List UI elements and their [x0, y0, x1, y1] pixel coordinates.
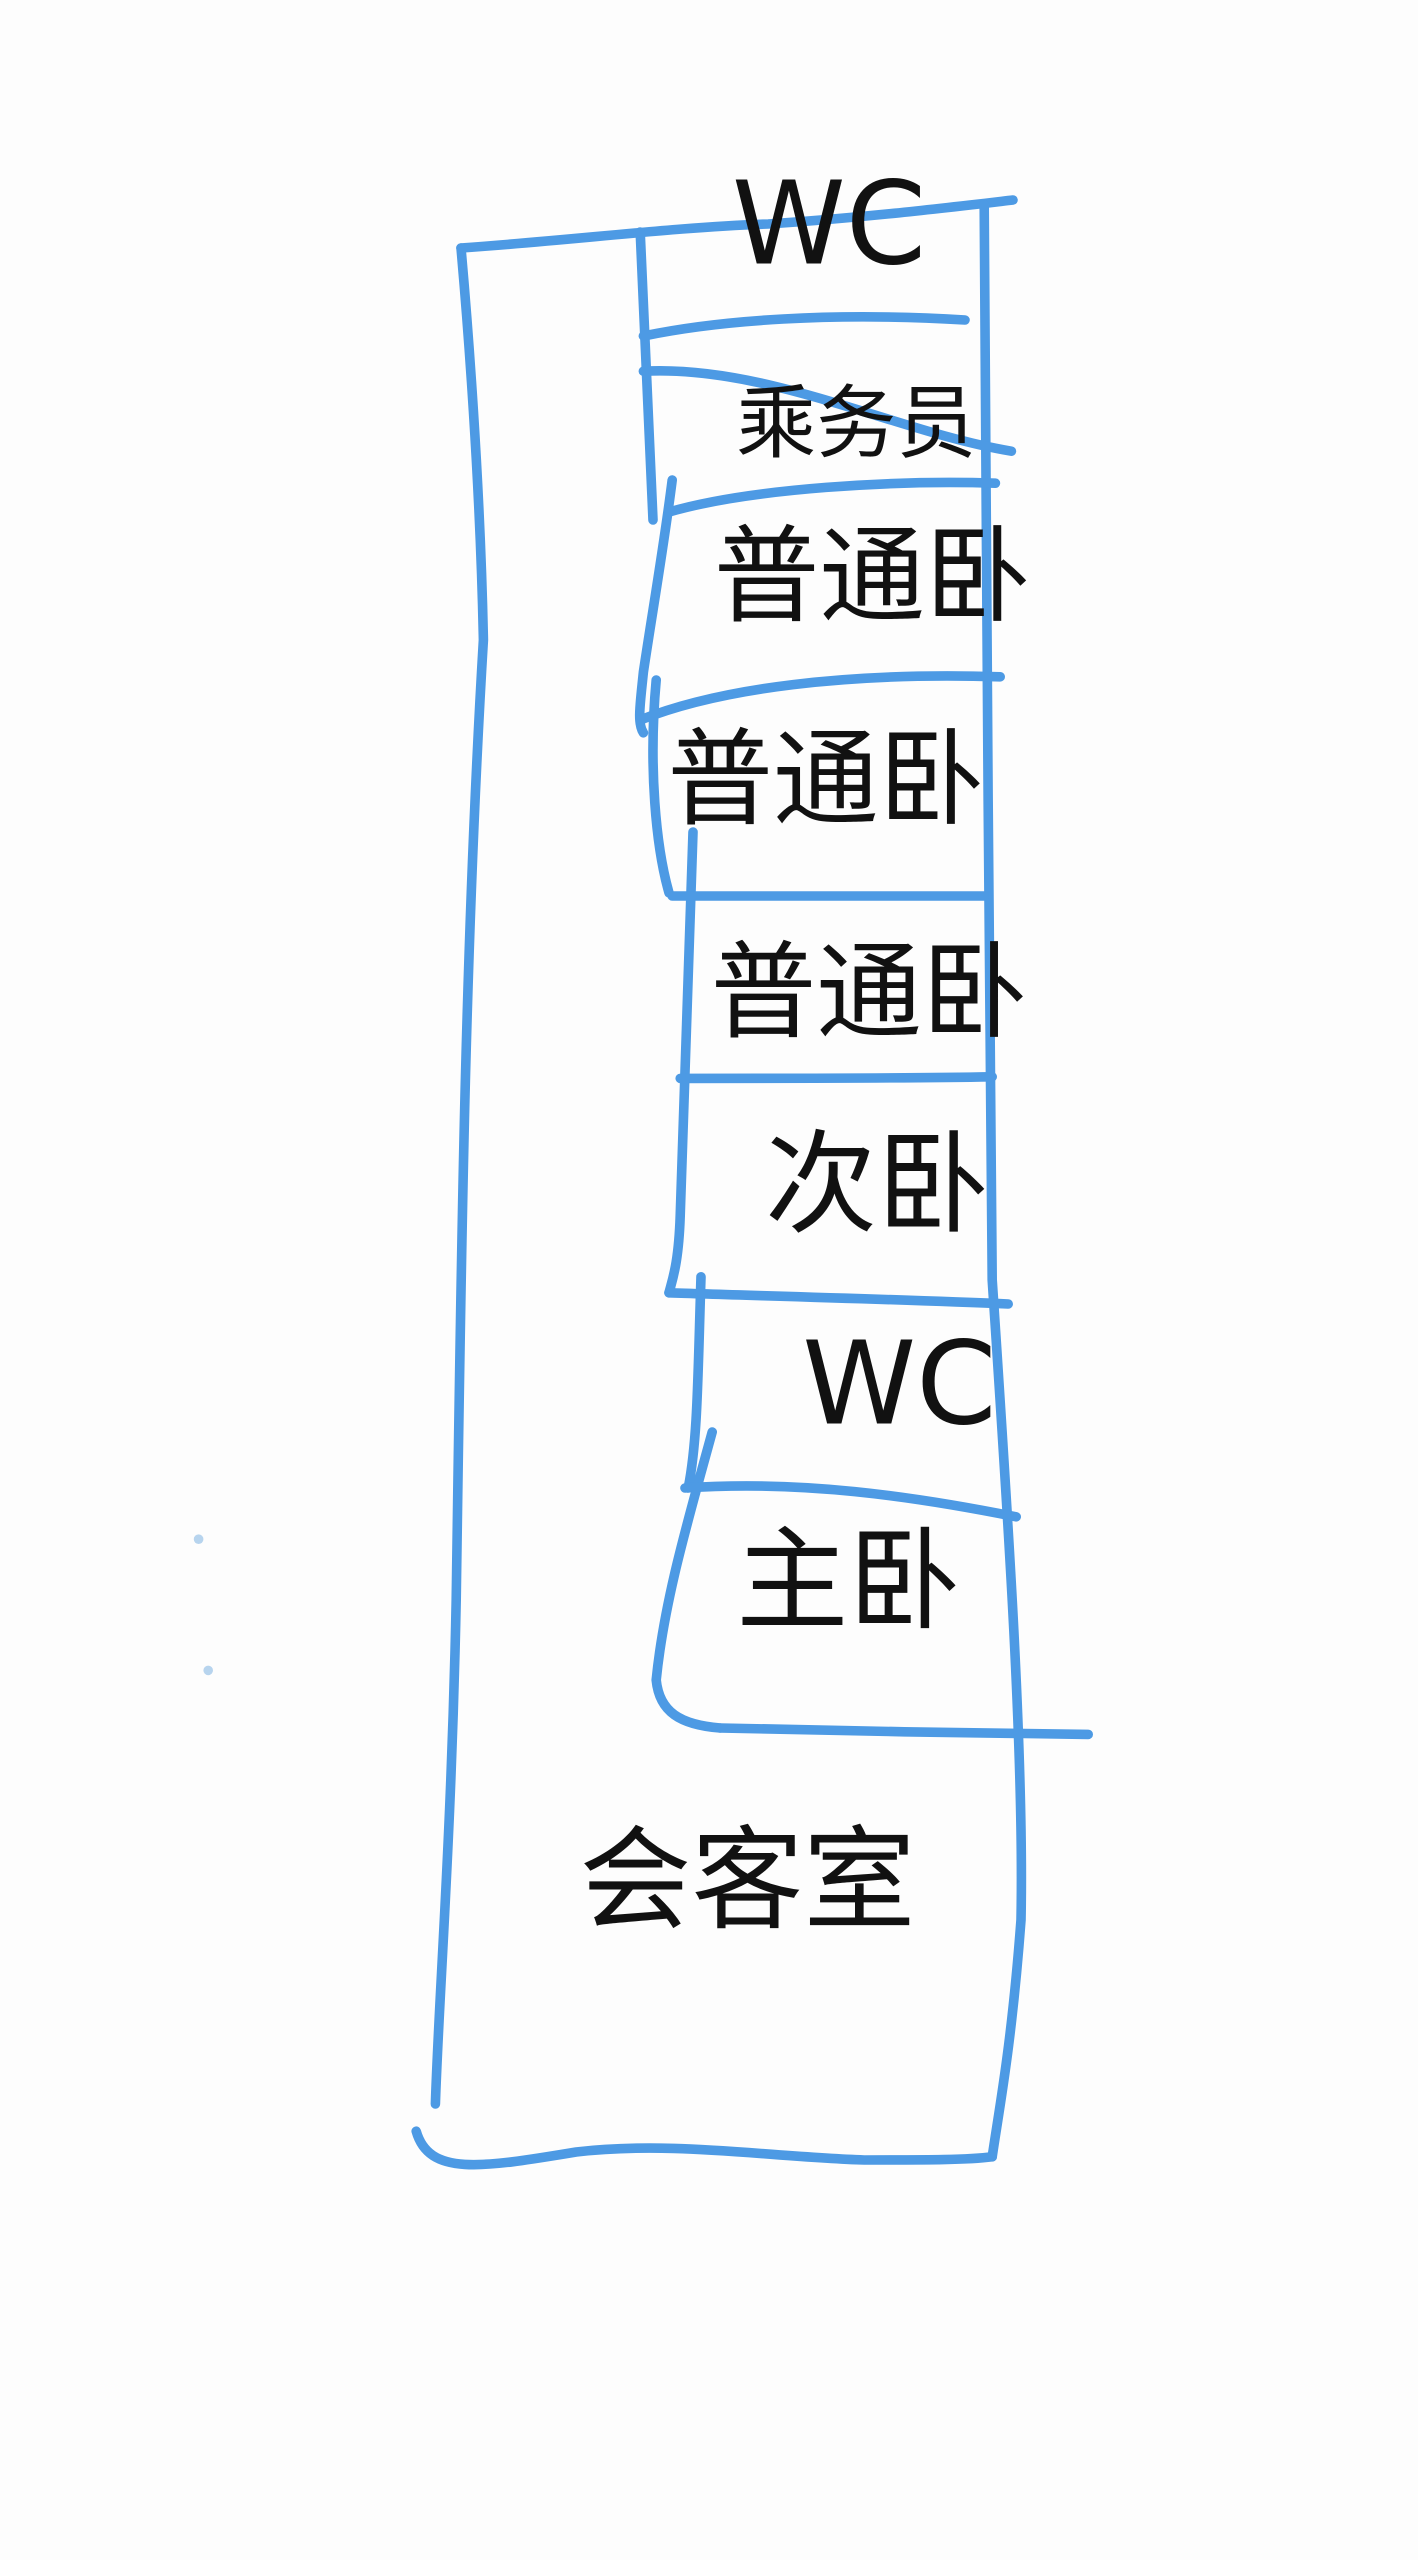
divider-attendant-bottom [664, 477, 1001, 517]
divider-wc-bottom [680, 1481, 1021, 1522]
corridor-wall [634, 227, 725, 1733]
divider-master-bedroom [715, 1723, 1093, 1740]
stray-dot [193, 1534, 204, 1544]
inner-partitions [634, 227, 1093, 1740]
room-label-second-bedroom: 次卧 [765, 1120, 989, 1250]
divider-wc-top [638, 312, 970, 341]
divider-second-bedroom [664, 1288, 1013, 1309]
room-label-attendant: 乘务员 [736, 377, 976, 470]
divider-berth-1 [635, 671, 1005, 725]
outer-top-wall [456, 195, 1018, 253]
outer-wall [411, 195, 1027, 2170]
divider-attendant [638, 365, 1017, 457]
stray-dot [203, 1665, 213, 1676]
outer-right-wall [979, 200, 1027, 2162]
outer-bottom-wall [411, 2126, 997, 2170]
room-label-lounge: 会客室 [579, 1816, 915, 1946]
room-label-berth-3: 普通卧 [711, 931, 1028, 1054]
outer-left-wall [430, 243, 489, 2109]
room-label-berth-1: 普通卧 [714, 515, 1031, 638]
room-label-wc-bottom: WC [802, 1318, 996, 1452]
room-label-master-bedroom: 主卧 [736, 1517, 960, 1647]
divider-berth-3 [675, 1072, 997, 1084]
room-label-berth-2: 普通卧 [667, 718, 984, 841]
room-label-wc-top: WC [732, 158, 926, 292]
